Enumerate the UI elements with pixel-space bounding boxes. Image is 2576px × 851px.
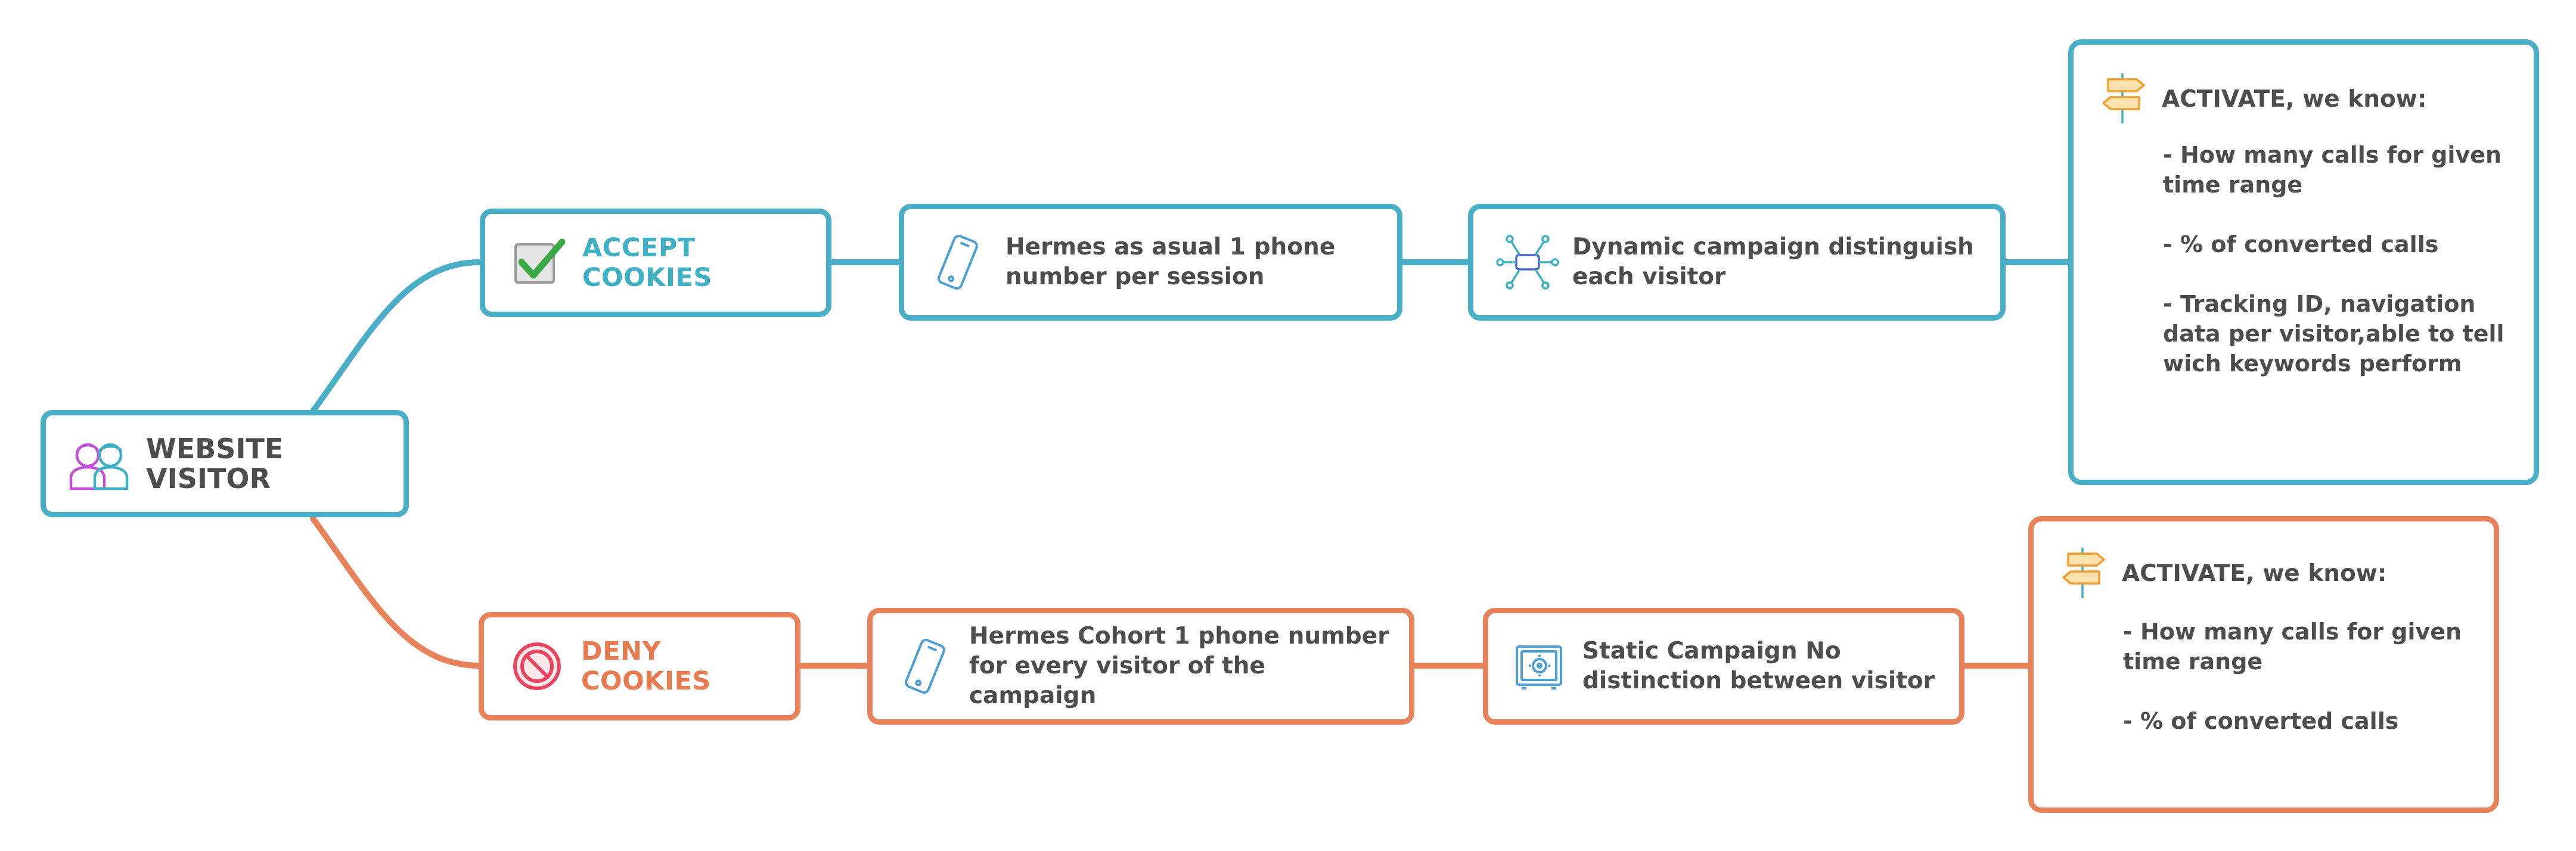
connector-root-to-accept xyxy=(310,259,483,414)
list-item: - How many calls for given time range xyxy=(2163,142,2502,198)
users-icon xyxy=(66,431,132,496)
signpost-icon xyxy=(2100,71,2147,127)
list-item: - How many calls for given time range xyxy=(2123,619,2462,675)
accept-result-list: - How many calls for given time range - … xyxy=(2163,140,2515,378)
accept-tracking-label: Hermes as asual 1 phone number per sessi… xyxy=(1005,234,1336,290)
list-item: - Tracking ID, navigation data per visit… xyxy=(2163,291,2504,377)
list-item: - % of converted calls xyxy=(2123,708,2399,734)
phone-icon xyxy=(934,232,982,292)
deny-campaign-node[interactable]: Static Campaign No distinction between v… xyxy=(1483,608,1964,725)
phone-icon xyxy=(901,636,949,696)
website-visitor-label: WEBSITE VISITOR xyxy=(146,433,284,495)
signpost-icon xyxy=(2060,545,2108,601)
deny-cookies-label: DENY COOKIES xyxy=(581,636,711,696)
accept-cookies-label: ACCEPT COOKIES xyxy=(582,233,712,293)
connector-root-to-deny xyxy=(310,515,483,669)
accept-result-panel[interactable]: ACTIVATE, we know: - How many calls for … xyxy=(2068,39,2539,485)
accept-cookies-node[interactable]: ACCEPT COOKIES xyxy=(480,209,831,317)
network-icon xyxy=(1495,232,1560,292)
list-item: - % of converted calls xyxy=(2163,231,2439,257)
checkbox-checked-icon xyxy=(512,236,566,290)
deny-result-list: - How many calls for given time range - … xyxy=(2123,617,2475,736)
accept-campaign-label: Dynamic campaign distinguish each visito… xyxy=(1572,234,1974,290)
deny-campaign-label: Static Campaign No distinction between v… xyxy=(1582,638,1935,694)
safe-icon xyxy=(1512,639,1566,693)
accept-tracking-node[interactable]: Hermes as asual 1 phone number per sessi… xyxy=(899,204,1402,321)
deny-result-title: ACTIVATE, we know: xyxy=(2122,560,2387,587)
deny-tracking-label: Hermes Cohort 1 phone number for every v… xyxy=(969,623,1389,709)
deny-result-panel[interactable]: ACTIVATE, we know: - How many calls for … xyxy=(2028,516,2499,813)
website-visitor-node[interactable]: WEBSITE VISITOR xyxy=(41,410,409,517)
no-entry-icon xyxy=(511,640,563,692)
deny-cookies-node[interactable]: DENY COOKIES xyxy=(479,612,800,720)
deny-tracking-node[interactable]: Hermes Cohort 1 phone number for every v… xyxy=(867,608,1414,725)
accept-campaign-node[interactable]: Dynamic campaign distinguish each visito… xyxy=(1468,204,2006,321)
accept-result-title: ACTIVATE, we know: xyxy=(2162,85,2427,113)
